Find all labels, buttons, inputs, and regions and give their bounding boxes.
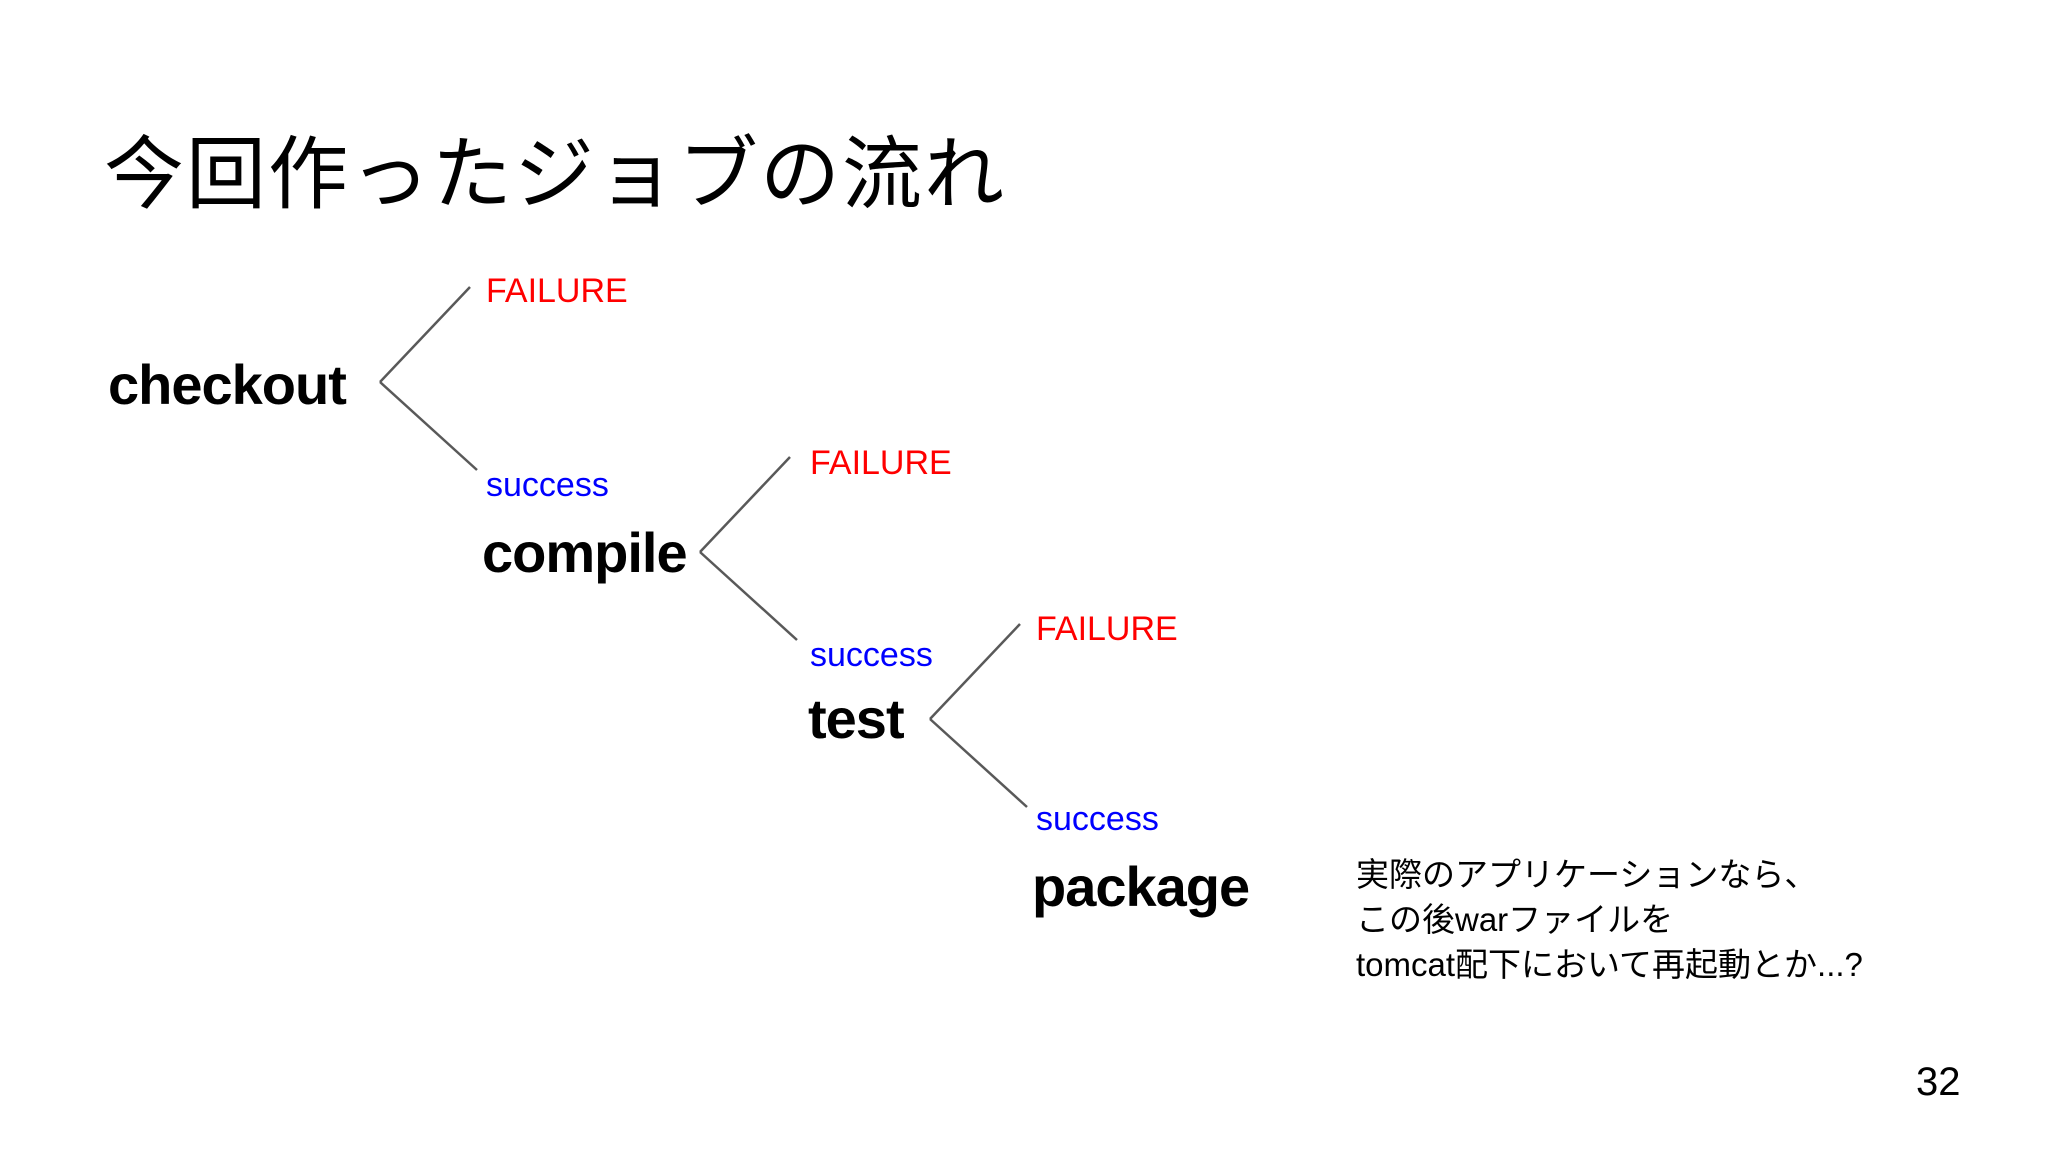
failure-label-test: FAILURE	[1036, 610, 1178, 648]
test-failure-line	[929, 623, 1021, 720]
stage-label-test: test	[808, 687, 905, 750]
stage-label-checkout: checkout	[108, 353, 347, 416]
checkout-failure-line	[379, 286, 471, 383]
compile-success-line	[699, 551, 798, 641]
stage-label-package: package	[1032, 855, 1250, 918]
success-label-checkout: success	[486, 466, 609, 504]
annotation-line-1: 実際のアプリケーションなら、	[1356, 856, 1818, 893]
compile-failure-line	[699, 456, 791, 553]
test-success-line	[929, 718, 1028, 808]
package-annotation: 実際のアプリケーションなら、 この後warファイルを tomcat配下において再…	[1356, 852, 1863, 987]
stage-label-compile: compile	[482, 521, 688, 584]
failure-label-compile: FAILURE	[810, 444, 952, 482]
page-number: 32	[1916, 1060, 1961, 1104]
success-label-test: success	[1036, 800, 1159, 838]
slide-title: 今回作ったジョブの流れ	[104, 130, 1006, 219]
annotation-line-2: この後warファイルを	[1356, 901, 1674, 938]
failure-label-checkout: FAILURE	[486, 272, 628, 310]
annotation-line-3: tomcat配下において再起動とか...?	[1356, 946, 1863, 983]
checkout-success-line	[379, 381, 478, 471]
success-label-compile: success	[810, 636, 933, 674]
